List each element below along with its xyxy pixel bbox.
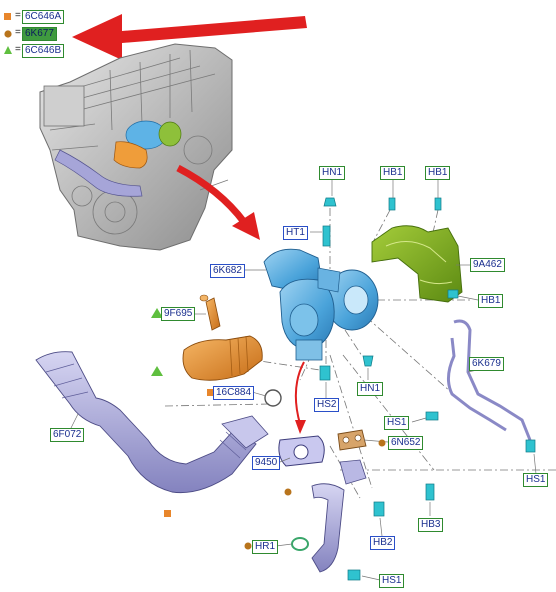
callout-HB3: HB3 bbox=[418, 518, 444, 532]
callout-6N652: 6N652 bbox=[388, 436, 424, 450]
downpipe-assembly bbox=[35, 351, 269, 494]
legend-triangle-icon bbox=[4, 46, 12, 54]
gasket-9450 bbox=[278, 435, 325, 467]
oil-return-pipe bbox=[291, 459, 367, 573]
callout-6F072: 6F072 bbox=[50, 428, 85, 442]
pointer-arrow bbox=[72, 14, 307, 60]
legend-circle-icon bbox=[4, 30, 12, 38]
part-markers bbox=[151, 308, 386, 550]
callout-6K679: 6K679 bbox=[469, 357, 504, 371]
callout-HT1: HT1 bbox=[283, 226, 308, 240]
zoom-arrow bbox=[176, 164, 260, 240]
callout-6K682: 6K682 bbox=[210, 264, 245, 278]
legend-code-label: 6C646B bbox=[22, 44, 65, 58]
turbocharger bbox=[263, 248, 379, 361]
callout-16C884: 16C884 bbox=[213, 386, 255, 400]
callout-HB2: HB2 bbox=[370, 536, 396, 550]
callout-HB1: HB1 bbox=[380, 166, 406, 180]
callout-HS1: HS1 bbox=[384, 416, 410, 430]
callout-9F695: 9F695 bbox=[161, 307, 196, 321]
callout-HN1: HN1 bbox=[357, 382, 384, 396]
callout-HS2: HS2 bbox=[314, 398, 340, 412]
callout-HB1: HB1 bbox=[425, 166, 451, 180]
gasket-6N652 bbox=[337, 429, 367, 451]
legend-square-icon bbox=[4, 13, 11, 20]
engine-overview-image bbox=[39, 43, 233, 251]
heat-shield bbox=[371, 225, 463, 303]
callout-HS1: HS1 bbox=[379, 574, 405, 588]
legend-code-label: 6C646A bbox=[22, 10, 65, 24]
callout-9450: 9450 bbox=[252, 456, 281, 470]
callout-HR1: HR1 bbox=[252, 540, 279, 554]
callout-HB1: HB1 bbox=[478, 294, 504, 308]
intake-pipe bbox=[182, 294, 263, 381]
callout-9A462: 9A462 bbox=[470, 258, 505, 272]
legend-markers bbox=[4, 13, 12, 54]
fasteners bbox=[319, 197, 536, 581]
legend-code-label-highlighted: 6K677 bbox=[22, 27, 57, 41]
gasket-arrow bbox=[294, 361, 306, 434]
oil-feed-pipe bbox=[447, 319, 532, 441]
callout-HS1: HS1 bbox=[523, 473, 549, 487]
gasket-16C884 bbox=[264, 389, 282, 407]
callout-HN1: HN1 bbox=[319, 166, 346, 180]
